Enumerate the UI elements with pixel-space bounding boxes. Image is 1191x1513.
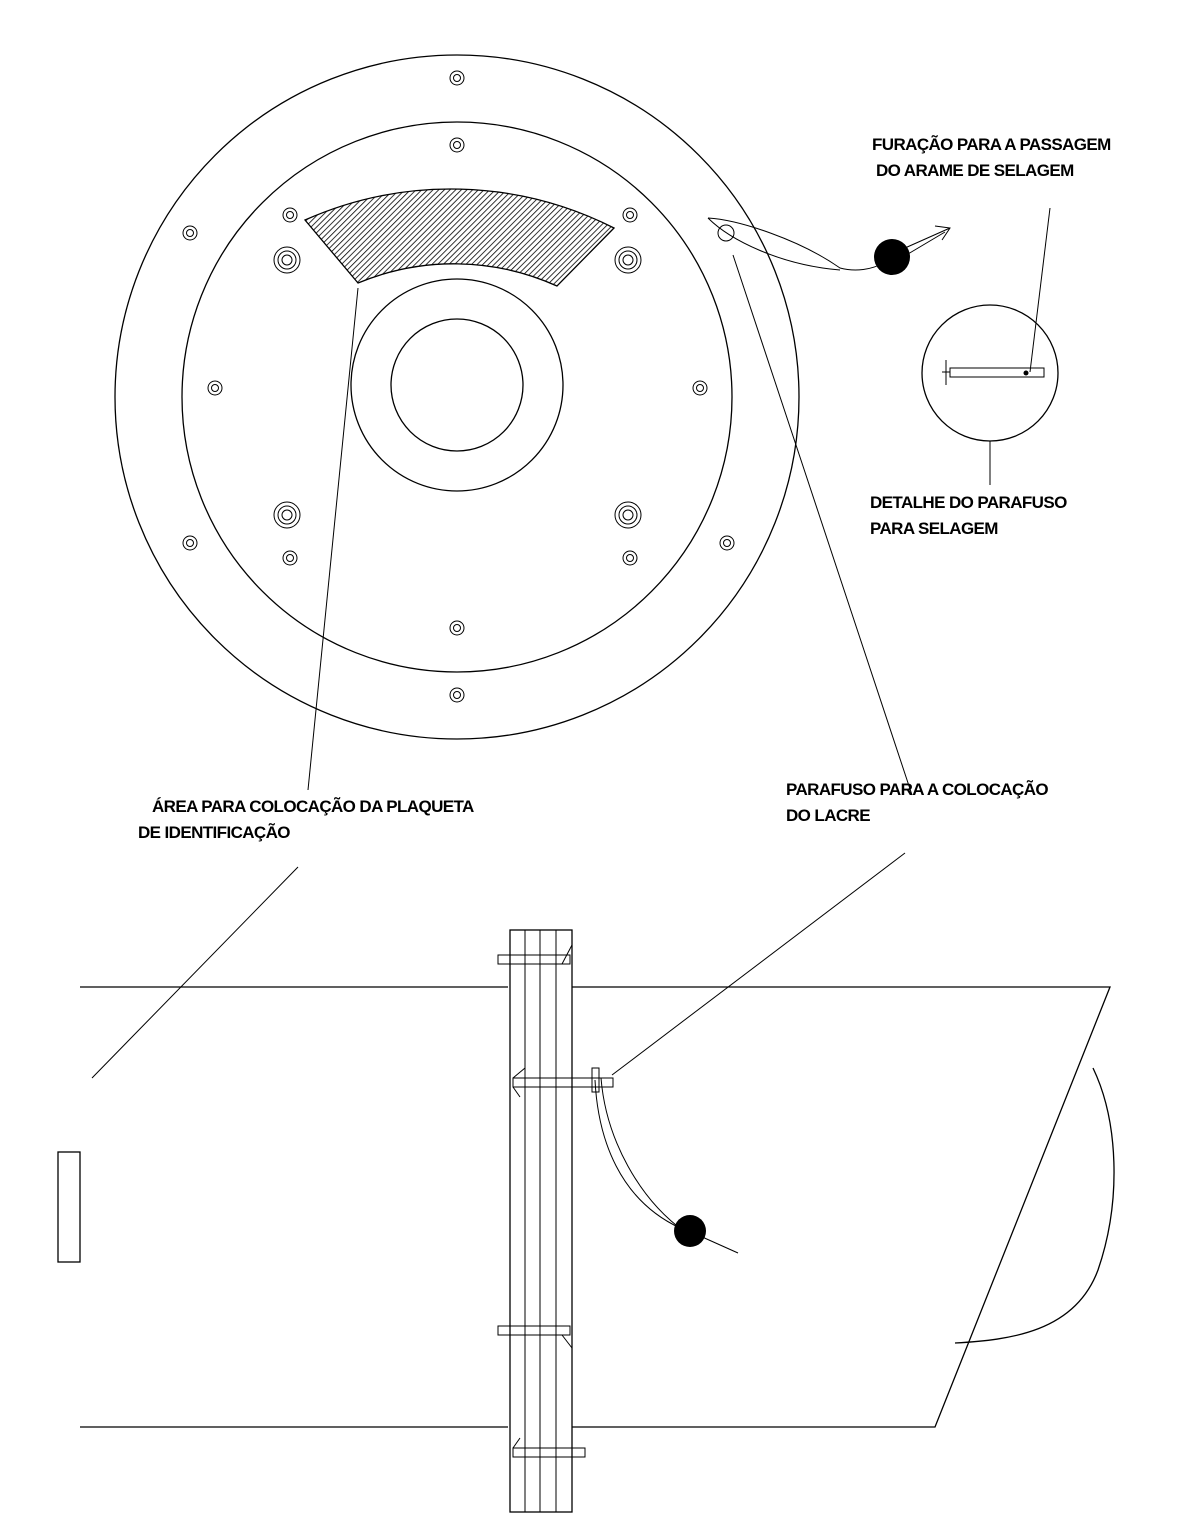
bolt-icon: [282, 550, 298, 566]
plate-area-hatch: [303, 188, 616, 287]
bolt-icon: [182, 535, 198, 551]
end-tab: [57, 1151, 81, 1263]
screw-detail: [921, 304, 1059, 442]
bolt-icon: [449, 137, 465, 153]
flange-bolts: [497, 944, 614, 1458]
label-line: DO ARAME DE SELAGEM: [876, 161, 1074, 180]
stud-icon: [614, 501, 642, 529]
outer-flange-circle: [114, 54, 800, 740]
stud-icon: [614, 246, 642, 274]
label-line: FURAÇÃO PARA A PASSAGEM: [872, 135, 1111, 154]
inner-flange-circle: [181, 121, 733, 673]
bolt-icon: [622, 550, 638, 566]
seal-assembly-side: [591, 1067, 739, 1254]
label-line: DETALHE DO PARAFUSO: [870, 493, 1067, 512]
stud-icon: [273, 246, 301, 274]
bolt-icon: [282, 207, 298, 223]
seal-screw-label: PARAFUSO PARA A COLOCAÇÃO DO LACRE: [786, 777, 1049, 829]
bolt-icon: [207, 380, 223, 396]
side-view: [57, 929, 1115, 1513]
seal-assembly-front: [707, 217, 951, 275]
seal-screw-icon: [717, 224, 735, 242]
hub-outer-circle: [350, 278, 564, 492]
label-line: DE IDENTIFICAÇÃO: [138, 823, 291, 842]
bolt-icon: [449, 620, 465, 636]
inner-bolts: [282, 137, 638, 636]
sealing-wire-hole-label: FURAÇÃO PARA A PASSAGEM DO ARAME DE SELA…: [872, 132, 1111, 184]
screw-detail-label: DETALHE DO PARAFUSO PARA SELAGEM: [870, 490, 1067, 542]
label-line: DO LACRE: [786, 806, 871, 825]
label-line: PARA SELAGEM: [870, 519, 998, 538]
bolt-icon: [449, 687, 465, 703]
dome-arc: [954, 1067, 1115, 1344]
bolt-icon: [692, 380, 708, 396]
bolt-icon: [449, 70, 465, 86]
body-outline: [80, 986, 1111, 1428]
outer-bolts: [182, 70, 735, 703]
studs: [273, 246, 642, 529]
plate-area-label: ÁREA PARA COLOCAÇÃO DA PLAQUETA DE IDENT…: [138, 794, 474, 846]
bolt-icon: [719, 535, 735, 551]
stud-icon: [273, 501, 301, 529]
bolt-icon: [622, 207, 638, 223]
label-line: ÁREA PARA COLOCAÇÃO DA PLAQUETA: [152, 797, 474, 816]
hub-inner-circle: [390, 318, 524, 452]
label-line: PARAFUSO PARA A COLOCAÇÃO: [786, 780, 1049, 799]
lead-seal-icon: [874, 239, 910, 275]
flange: [509, 929, 573, 1513]
bolt-icon: [182, 225, 198, 241]
lead-seal-side-icon: [674, 1215, 706, 1247]
front-view: [114, 54, 1059, 740]
leader-lines: [91, 207, 1051, 1079]
